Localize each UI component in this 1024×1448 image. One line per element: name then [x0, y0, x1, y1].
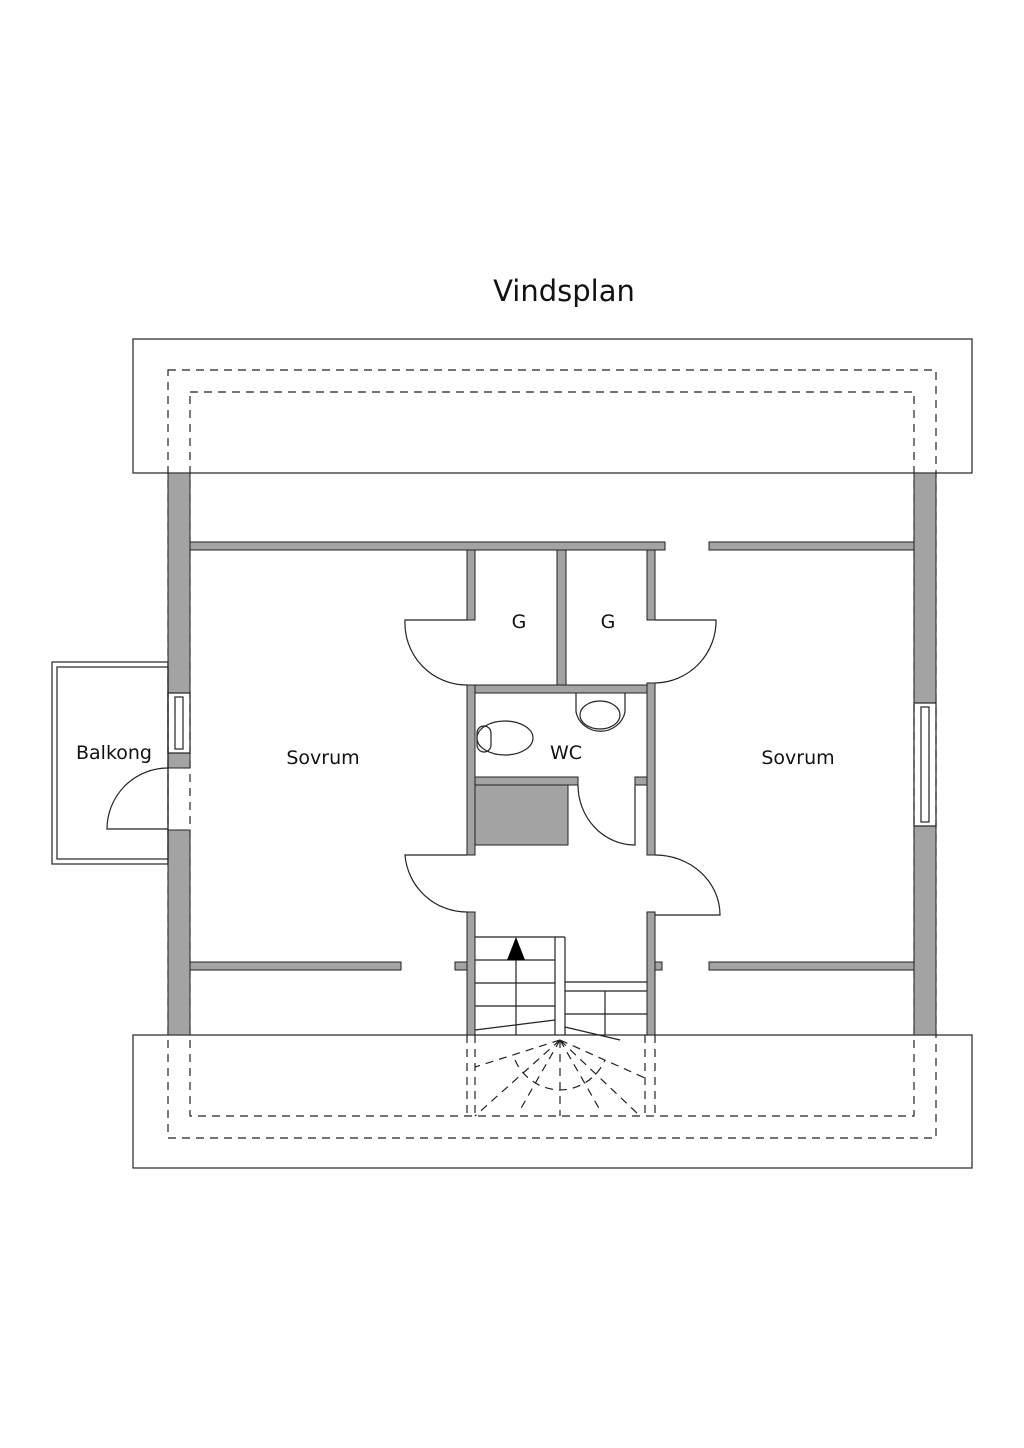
g-left-door — [404, 619, 468, 686]
room-label-g-right: G — [601, 611, 616, 633]
stair-arrow-icon — [507, 937, 525, 960]
room-label-wc: WC — [550, 742, 582, 764]
room-label-g-left: G — [512, 611, 527, 633]
sovrum-left-door — [404, 854, 468, 913]
room-label-sovrum-right: Sovrum — [761, 747, 834, 769]
toilet-icon — [476, 720, 534, 756]
sink-icon — [575, 693, 626, 732]
room-label-balkong: Balkong — [76, 742, 152, 764]
room-label-sovrum-left: Sovrum — [286, 747, 359, 769]
interior-walls — [189, 541, 915, 1036]
exterior-walls — [167, 472, 937, 1036]
window-right — [913, 702, 937, 827]
g-right-door — [654, 619, 717, 684]
wc-door — [577, 784, 636, 846]
balcony — [51, 661, 169, 865]
plan-title: Vindsplan — [493, 274, 635, 308]
window-left — [167, 692, 191, 754]
doors — [106, 619, 721, 916]
sovrum-right-door — [654, 854, 721, 916]
staircase — [474, 936, 647, 1117]
balcony-door — [106, 767, 169, 830]
